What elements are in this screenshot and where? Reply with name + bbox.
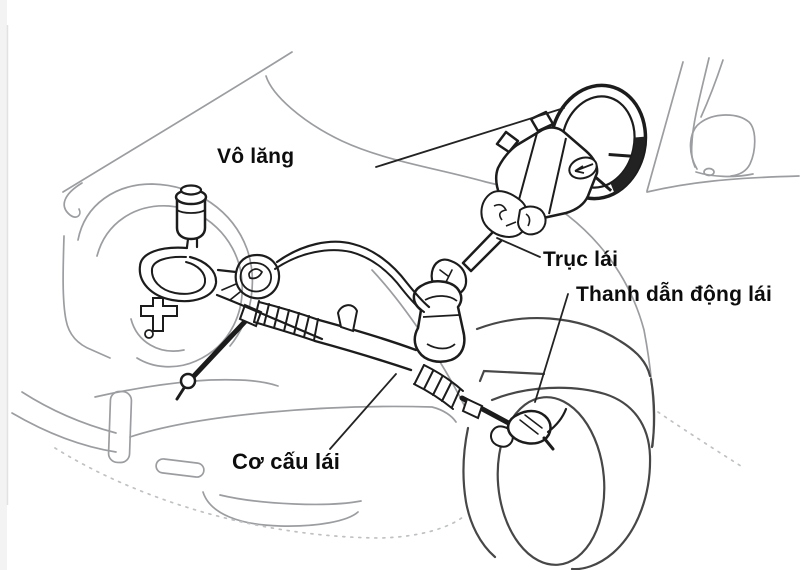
pump-link-hose [216,268,238,274]
windshield-pillar-line [62,51,293,193]
right-tire-left-arc [462,426,497,559]
left-tie-rod-end [179,372,197,390]
inner-tie-rod-nut [461,397,484,420]
seat-knob [703,167,715,177]
reservoir-neck [185,237,199,249]
label-steering-wheel: Vô lăng [217,145,295,168]
valve-body-seams [422,295,460,350]
left-rim-arc [130,318,185,352]
bumper-top-line [129,405,457,438]
power-steering-reservoir-pump [138,184,431,341]
ground-shadow-dotted [54,447,464,539]
bumper-corner-line-1 [21,391,117,434]
return-hose [215,293,324,341]
steering-column-leader-line [496,237,541,258]
headlight [107,390,133,464]
ground-shadow-dotted-right [657,411,745,469]
steering-column-housing [495,110,599,222]
seat-base-line [695,171,754,178]
pump-pulley-inner [239,261,272,293]
scan-edge-band [0,0,7,570]
a-pillar-line-2 [690,57,710,168]
lower-grille-opening [202,491,362,527]
car-body-outline [11,51,800,539]
leader-lines [329,107,569,450]
left-fender-hook [63,182,83,218]
hose-bracket-foot [144,329,154,339]
tie-rod-end-stud [542,436,555,451]
hose-loop-outer [138,246,218,303]
wheel-rim-wedge [610,136,646,194]
universal-joint [480,190,547,238]
left-wheel-arch [77,183,254,347]
reservoir-body [175,197,207,241]
a-pillar-line-3 [700,59,724,118]
ball-joint-boot [490,425,514,448]
valve-body-shell [412,280,466,363]
right-arch-top [475,317,652,378]
label-steering-column: Trục lái [543,248,619,271]
a-pillar-line-1 [646,61,684,192]
right-bellows-ribs [414,364,461,408]
wheel-spokes [594,152,631,192]
rack-and-pinion [175,300,568,451]
steering-wheel-leader-line [375,107,565,168]
label-steering-linkage: Thanh dẫn động lái [576,283,773,306]
lower-joint-detail [439,269,453,283]
hose-loop-inner [150,255,207,295]
tie-rod-end-texture [519,414,543,435]
knuckle-arm [546,407,568,434]
pinion-valve-body [412,280,466,363]
ujoint-detail [493,203,531,227]
dash-door-line [646,175,800,193]
reservoir-band [176,209,206,214]
seat-outline [689,114,756,177]
right-arch-side [649,377,656,449]
left-tie-rod-stud [175,386,186,401]
ujoint-blob-b [516,205,547,236]
cowl-line [265,75,533,194]
pressure-hose-a [275,240,431,309]
suspension-bracket-line [478,369,546,383]
steering-linkage-leader-line [534,293,569,403]
front-right-wheel [462,317,656,570]
reservoir-cap-top [179,184,203,196]
rack-mount-clamp [336,304,359,333]
left-fender-edge [62,235,111,359]
pressure-hose-b [274,249,425,313]
column-housing-seams [516,132,567,215]
shaft-lines [461,231,503,273]
right-tire-outer [490,386,652,570]
stalk-lever-2 [495,130,520,154]
left-tie-rod [190,310,256,380]
pump-detail [221,268,264,301]
right-rim [496,396,606,566]
left-tire [96,205,243,368]
bumper-corner-line-2 [11,412,117,453]
label-steering-gear: Cơ cấu lái [232,449,341,474]
rack-tube [313,318,418,372]
steering-gear-leader-line [329,373,397,450]
hose-bracket-t [140,297,178,332]
hub-arrow-icon [574,163,594,174]
fog-light-slot [155,458,205,478]
hood-front-edge [94,378,279,398]
